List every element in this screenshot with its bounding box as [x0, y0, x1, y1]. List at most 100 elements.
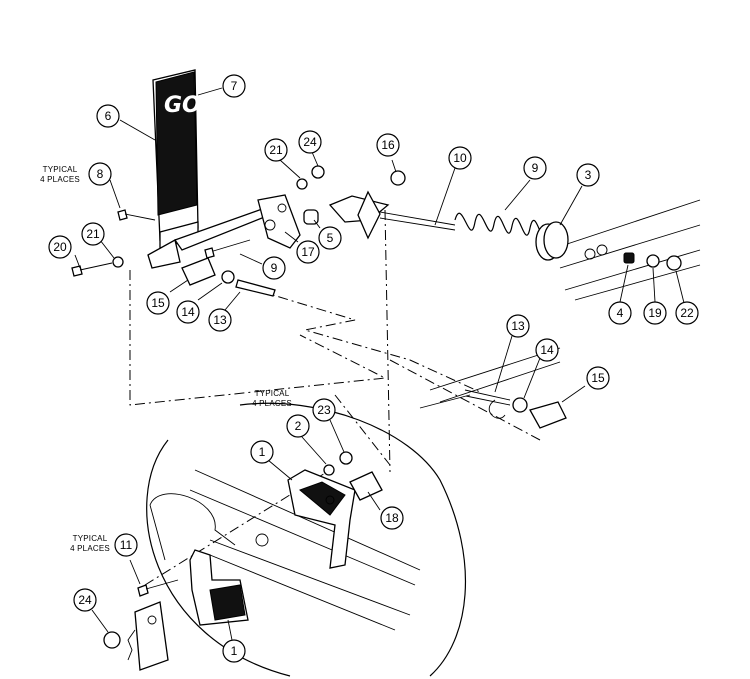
- callout-circle: [535, 338, 559, 362]
- bolt-20: [71, 262, 113, 277]
- spring-9: [454, 212, 549, 238]
- callout-c15a: 15: [146, 291, 170, 315]
- callout-number: 14: [540, 343, 554, 357]
- callout-number: 15: [151, 296, 165, 310]
- callout-number: 20: [53, 240, 67, 254]
- callout-number: 17: [301, 245, 315, 259]
- callout-number: 10: [453, 151, 467, 165]
- callout-number: 3: [585, 168, 592, 182]
- linkage-rod: [328, 170, 456, 240]
- callout-c16: 16: [376, 133, 400, 157]
- callout-number: 1: [259, 445, 266, 459]
- callout-circle: [264, 138, 288, 162]
- bracket-1-upper: [287, 469, 356, 569]
- svg-text:TYPICAL: TYPICAL: [255, 389, 290, 398]
- callout-c18: 18: [380, 506, 404, 530]
- nut-24-top: [311, 165, 325, 179]
- nut-22: [666, 255, 682, 271]
- callout-circle: [176, 300, 200, 324]
- callout-c19: 19: [643, 301, 667, 325]
- go-decal-text: GO: [164, 93, 201, 118]
- callout-circle: [298, 130, 322, 154]
- callout-number: 4: [617, 306, 624, 320]
- note-typical-8: TYPICAL 4 PLACES: [40, 165, 80, 184]
- washer-2: [323, 464, 335, 476]
- callout-circle: [643, 301, 667, 325]
- frame-tube: [149, 469, 421, 631]
- callout-circle: [523, 156, 547, 180]
- callout-c11: 11: [114, 533, 138, 557]
- pedal-arm: [173, 194, 301, 251]
- callout-number: 5: [327, 231, 334, 245]
- callout-number: 11: [120, 538, 133, 552]
- callout-circle: [222, 74, 246, 98]
- callout-c22: 22: [675, 301, 699, 325]
- callout-number: 24: [303, 135, 317, 149]
- bushing-4: [623, 252, 635, 264]
- callout-c2: 2: [286, 414, 310, 438]
- callout-circle: [146, 291, 170, 315]
- callout-number: 14: [181, 305, 195, 319]
- svg-text:TYPICAL: TYPICAL: [43, 165, 78, 174]
- ratchet-plate: [127, 601, 169, 671]
- callout-number: 1: [231, 644, 238, 658]
- callout-circle: [222, 639, 246, 663]
- callout-number: 19: [648, 306, 662, 320]
- callout-circle: [48, 235, 72, 259]
- callout-c4: 4: [608, 301, 632, 325]
- callout-c21a: 21: [264, 138, 288, 162]
- nut-14-right: [512, 397, 528, 413]
- callout-circle: [376, 133, 400, 157]
- bolt-11: [137, 579, 179, 597]
- callout-c10: 10: [448, 146, 472, 170]
- callout-leaders: [74, 87, 685, 641]
- callout-c9a: 9: [523, 156, 547, 180]
- callout-number: 6: [105, 109, 112, 123]
- callout-c1b: 1: [222, 639, 246, 663]
- bolt-9-small: [204, 239, 251, 259]
- callout-c9b: 9: [262, 256, 286, 280]
- note-typical-11: TYPICAL 4 PLACES: [70, 534, 110, 553]
- callout-c7: 7: [222, 74, 246, 98]
- callout-c3: 3: [576, 163, 600, 187]
- svg-text:4 PLACES: 4 PLACES: [252, 399, 292, 408]
- callout-circle: [448, 146, 472, 170]
- callout-c14b: 14: [535, 338, 559, 362]
- spacer-15-left: [181, 257, 216, 286]
- callout-circle: [208, 308, 232, 332]
- note-typical-23: TYPICAL 4 PLACES: [252, 389, 292, 408]
- washer-21-left: [112, 256, 124, 268]
- callout-number: 16: [381, 138, 395, 152]
- nut-24-bottom: [103, 631, 121, 649]
- svg-text:4 PLACES: 4 PLACES: [40, 175, 80, 184]
- callout-circle: [586, 366, 610, 390]
- callout-c21b: 21: [81, 222, 105, 246]
- frame-rail-upper: [554, 199, 701, 301]
- nut-23: [339, 451, 353, 465]
- callout-number: 7: [231, 79, 238, 93]
- callout-c20: 20: [48, 235, 72, 259]
- detail-view-outline: [146, 402, 466, 677]
- callout-c15b: 15: [586, 366, 610, 390]
- callout-c24a: 24: [298, 130, 322, 154]
- callout-number: 23: [317, 403, 331, 417]
- callout-circle: [250, 440, 274, 464]
- callout-c13a: 13: [208, 308, 232, 332]
- callout-number: 8: [97, 167, 104, 181]
- callout-circle: [114, 533, 138, 557]
- callout-c8: 8: [88, 162, 112, 186]
- spacer-15-right: [529, 401, 567, 429]
- spacer-18: [349, 471, 383, 501]
- callout-number: 22: [680, 306, 694, 320]
- bolt-8: [117, 209, 156, 221]
- accelerator-pedal: GO: [147, 69, 201, 269]
- callout-circle: [73, 588, 97, 612]
- callout-c1a: 1: [250, 440, 274, 464]
- callout-circle: [88, 162, 112, 186]
- callout-number: 9: [532, 161, 539, 175]
- callout-circle: [286, 414, 310, 438]
- callout-c13b: 13: [506, 314, 530, 338]
- callout-number: 2: [295, 419, 302, 433]
- callout-number: 21: [269, 143, 283, 157]
